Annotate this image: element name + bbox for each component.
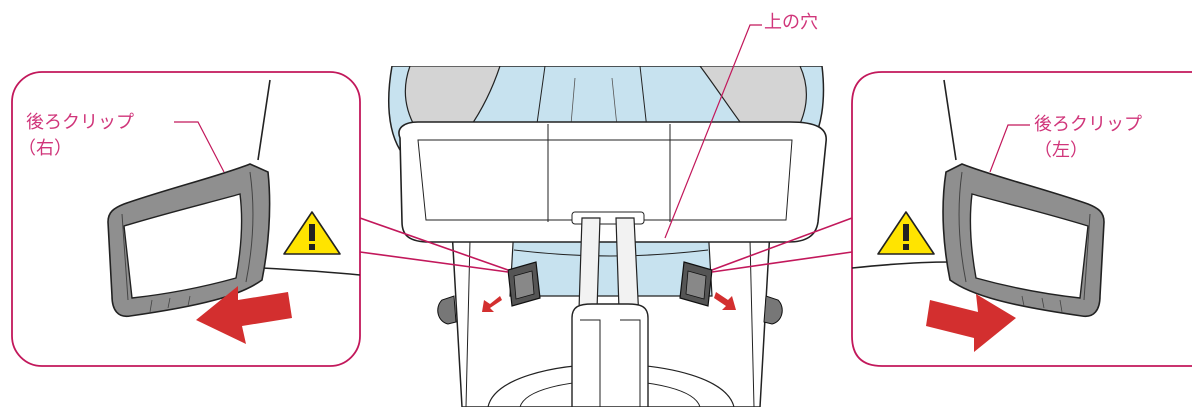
label-upper-hole: 上の穴	[764, 12, 818, 33]
arrow-small-right	[714, 292, 736, 310]
center-scene	[388, 66, 827, 407]
label-rear-clip-right-side: （右）	[18, 138, 72, 159]
label-rear-clip-left: 後ろクリップ	[1034, 114, 1142, 135]
label-rear-clip-left-side: （左）	[1034, 140, 1088, 161]
callout-left	[11, 71, 361, 367]
warning-triangle-icon	[877, 211, 935, 255]
arrow-left-icon	[196, 286, 292, 344]
clip-center-left	[679, 261, 713, 307]
label-rear-clip-right: 後ろクリップ	[26, 112, 134, 133]
connector-left	[359, 217, 509, 273]
buckle	[571, 303, 649, 407]
warning-triangle-icon	[283, 211, 341, 255]
rear-clip-right-detail	[107, 163, 271, 318]
rear-clip-left-detail	[942, 163, 1105, 318]
upper-bar	[398, 121, 827, 243]
callout-right	[851, 71, 1192, 367]
clip-center-right	[507, 261, 541, 307]
connector-right	[711, 217, 853, 273]
leader-upper-hole	[664, 24, 762, 239]
arrow-small-left	[482, 296, 502, 312]
arrow-right-icon	[926, 294, 1016, 352]
